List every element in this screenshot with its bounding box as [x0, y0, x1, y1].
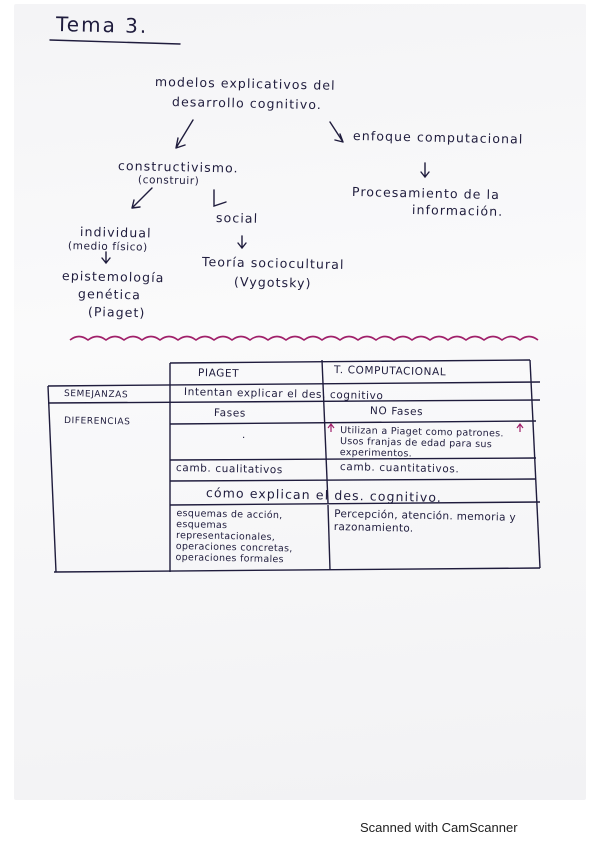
- arrow-to-procesamiento: [420, 162, 430, 179]
- cell-percepcion: Percepción, atención. memoria y razonami…: [333, 508, 517, 535]
- arrow-to-social: [213, 189, 227, 207]
- comparison-table-grid: [47, 359, 541, 573]
- arrow-social-down: [237, 235, 247, 250]
- cell-fases: Fases: [213, 407, 247, 420]
- procesamiento-line1: Procesamiento de la: [351, 184, 501, 203]
- cell-dot: ·: [241, 432, 247, 445]
- pink-arrow-right: [516, 423, 524, 432]
- root-concept-line2: desarrollo cognitivo.: [171, 94, 323, 113]
- table-header-computacional: T. COMPUTACIONAL: [333, 364, 447, 379]
- cell-camb-cuantitativos: camb. cuantitativos.: [339, 461, 460, 476]
- epistemologia-line2: genética: [77, 286, 142, 303]
- epistemologia-line1: epistemología: [61, 268, 165, 286]
- table-header-piaget: PIAGET: [197, 367, 240, 380]
- individual: individual: [79, 224, 152, 241]
- pink-arrow-left: [327, 423, 335, 432]
- cell-utilizan: Utilizan a Piaget como patrones. Usos fr…: [339, 425, 504, 460]
- constructivismo: constructivismo.: [117, 158, 239, 176]
- cell-camb-cualitativos: camb. cualitativos: [175, 462, 284, 477]
- row-label-semejanzas: SEMEJANZAS: [63, 389, 129, 401]
- arrow-to-individual: [131, 187, 153, 209]
- arrow-to-constructivismo: [175, 119, 194, 149]
- piaget-author: (Piaget): [87, 304, 146, 321]
- medio-fisico: (medio físico): [67, 240, 148, 254]
- social: social: [215, 210, 259, 226]
- wavy-separator: [69, 335, 539, 342]
- procesamiento-line2: información.: [411, 202, 504, 219]
- cell-esquemas: esquemas de acción, esquemas representac…: [175, 508, 293, 566]
- arrow-individual-down: [101, 251, 111, 265]
- title-underline: [49, 39, 181, 45]
- construir: (construir): [137, 174, 200, 188]
- row-label-diferencias: DIFERENCIAS: [63, 416, 131, 428]
- arrow-to-enfoque: [329, 121, 344, 143]
- teoria-sociocultural: Teoría sociocultural: [201, 254, 345, 272]
- vygotsky-author: (Vygotsky): [233, 274, 312, 291]
- page-title: Tema 3.: [55, 12, 149, 38]
- cell-no-fases: NO Fases: [369, 405, 424, 419]
- scanner-watermark: Scanned with CamScanner: [360, 820, 518, 835]
